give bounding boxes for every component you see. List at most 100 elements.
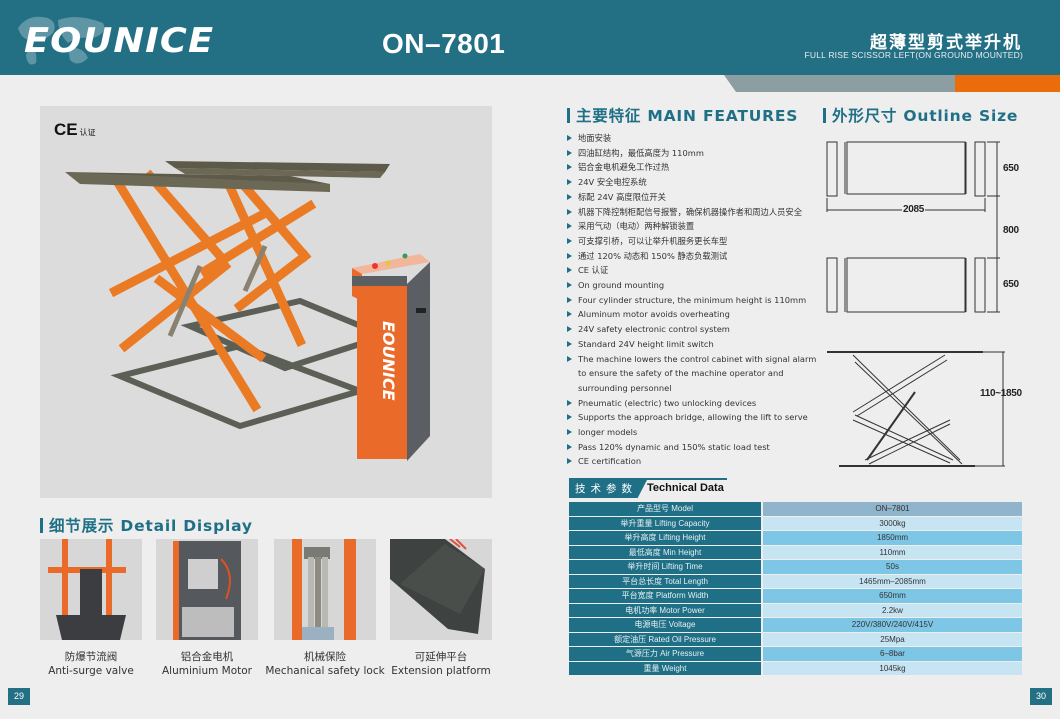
- feature-text: Four cylinder structure, the minimum hei…: [578, 294, 807, 305]
- feature-item: 四油缸结构，最低高度为 110mm: [567, 146, 812, 161]
- bullet-triangle-icon: [567, 443, 572, 450]
- detail-caption-cn: 可延伸平台: [414, 651, 468, 663]
- bullet-triangle-icon: [567, 223, 572, 230]
- feature-text: 采用气动（电动）两种解锁装置: [578, 221, 695, 232]
- dimension-width-bottom: 650: [1003, 279, 1019, 290]
- feature-text: On ground mounting: [578, 280, 665, 291]
- feature-text: 地面安装: [578, 133, 612, 143]
- bullet-triangle-icon: [567, 458, 572, 465]
- spec-value: 220V/380V/240V/415V: [763, 618, 1022, 632]
- bullet-triangle-icon: [567, 135, 572, 141]
- bullet-triangle-icon: [567, 193, 572, 200]
- feature-text: The machine lowers the control cabinet w…: [578, 353, 817, 364]
- spec-label: 电源电压 Voltage: [569, 618, 763, 632]
- bullet-triangle-icon: [567, 296, 572, 303]
- spec-value: 1045kg: [763, 661, 1022, 675]
- spec-value: 25Mpa: [763, 632, 1022, 646]
- technical-data-heading: 技术参数 Technical Data: [569, 478, 727, 498]
- spec-value: 1465mm–2085mm: [763, 574, 1022, 588]
- detail-photo-valve: [40, 539, 142, 640]
- bullet-triangle-icon: [567, 282, 572, 289]
- detail-item-mechanical-safety-lock: 机械保险 Mechanical safety lock: [265, 539, 385, 677]
- detail-caption-en: Aluminium Motor: [161, 665, 253, 677]
- technical-data-heading-cn: 技术参数: [569, 480, 647, 498]
- outline-drawing: 650 2085 800 650 110~1850: [825, 130, 1025, 475]
- heading-bar: [823, 108, 826, 123]
- spec-value: 50s: [763, 560, 1022, 574]
- detail-photo-motor: [156, 539, 258, 640]
- feature-item: 标配 24V 高度限位开关: [567, 190, 812, 205]
- spec-value: 110mm: [763, 545, 1022, 559]
- feature-item: Four cylinder structure, the minimum hei…: [567, 293, 812, 308]
- feature-text: 通过 120% 动态和 150% 静态负载测试: [578, 250, 728, 261]
- dimension-width-top: 650: [1003, 163, 1019, 174]
- feature-text: to ensure the safety of the machine oper…: [578, 368, 784, 379]
- spec-value: 6–8bar: [763, 647, 1022, 661]
- feature-item: 24V 安全电控系统: [567, 175, 812, 190]
- top-and-side-view-drawing: [826, 141, 1005, 467]
- bullet-triangle-icon: [567, 149, 572, 156]
- bullet-triangle-icon: [567, 179, 572, 186]
- spec-value: 2.2kw: [763, 603, 1022, 617]
- technical-data-heading-en: Technical Data: [647, 482, 724, 494]
- feature-item: 机器下降控制柜配信号报警，确保机器操作者和周边人员安全: [567, 205, 812, 220]
- feature-item: 可支撑引桥，可以让举升机服务更长车型: [567, 234, 812, 249]
- detail-item-extension-platform: 可延伸平台 Extension platform: [390, 539, 492, 677]
- feature-item: Supports the approach bridge, allowing t…: [567, 410, 812, 425]
- bullet-triangle-icon: [567, 164, 572, 171]
- ce-label: 认证: [79, 128, 96, 137]
- feature-item: Aluminum motor avoids overheating: [567, 307, 812, 322]
- feature-item: CE 认证: [567, 263, 812, 278]
- spec-label: 举升时间 Lifting Time: [569, 560, 763, 574]
- detail-caption-cn: 机械保险: [304, 651, 346, 663]
- spec-label: 气源压力 Air Pressure: [569, 647, 763, 661]
- feature-text: Supports the approach bridge, allowing t…: [578, 412, 808, 423]
- detail-caption-cn: 防爆节流阀: [64, 651, 118, 663]
- cabinet-brand-text: EOUNICE: [379, 321, 398, 401]
- bullet-triangle-icon: [567, 414, 572, 421]
- ce-logo-icon: CE: [54, 120, 78, 139]
- feature-item: The machine lowers the control cabinet w…: [567, 352, 816, 367]
- feature-item: 地面安装: [567, 131, 812, 146]
- product-title-cn: 超薄型剪式举升机: [870, 33, 1022, 53]
- spec-label: 最低高度 Min Height: [569, 545, 763, 559]
- feature-text: 机器下降控制柜配信号报警，确保机器操作者和周边人员安全: [578, 206, 803, 217]
- feature-item-continued: surrounding personnel: [567, 381, 812, 396]
- bullet-triangle-icon: [567, 429, 572, 436]
- bullet-triangle-icon: [567, 355, 572, 362]
- feature-item-continued: to ensure the safety of the machine oper…: [567, 366, 812, 381]
- features-list: 地面安装 四油缸结构，最低高度为 110mm 铝合金电机避免工作过热 24V 安…: [567, 131, 816, 469]
- spec-label: 举升高度 Lifting Height: [569, 531, 763, 545]
- spec-label: 平台宽度 Platform Width: [569, 589, 763, 603]
- detail-caption-cn: 铝合金电机: [180, 651, 234, 663]
- feature-text: CE certification: [578, 456, 642, 467]
- spec-label: 平台总长度 Total Length: [569, 574, 763, 588]
- feature-text: 标配 24V 高度限位开关: [578, 191, 666, 202]
- bullet-triangle-icon: [567, 267, 572, 274]
- product-title-en: FULL RISE SCISSOR LEFT(ON GROUND MOUNTED…: [804, 50, 1023, 60]
- detail-item-aluminium-motor: 铝合金电机 Aluminium Motor: [156, 539, 258, 677]
- feature-item: 24V safety electronic control system: [567, 322, 812, 337]
- feature-text: 24V 安全电控系统: [578, 177, 647, 188]
- feature-item: 铝合金电机避免工作过热: [567, 160, 812, 175]
- header-stripe-gray: [724, 75, 956, 92]
- world-map-icon: [18, 16, 105, 65]
- spec-label: 重量 Weight: [569, 661, 763, 675]
- dimension-gap: 800: [1003, 225, 1019, 236]
- outline-size-heading-text: 外形尺寸 Outline Size: [832, 107, 1019, 125]
- feature-item: Pass 120% dynamic and 150% static load t…: [567, 440, 812, 455]
- bullet-triangle-icon: [567, 208, 572, 215]
- feature-text: Pneumatic (electric) two unlocking devic…: [578, 397, 757, 408]
- feature-item: CE certification: [567, 454, 812, 469]
- feature-text: 铝合金电机避免工作过热: [578, 162, 670, 173]
- bullet-triangle-icon: [567, 340, 572, 347]
